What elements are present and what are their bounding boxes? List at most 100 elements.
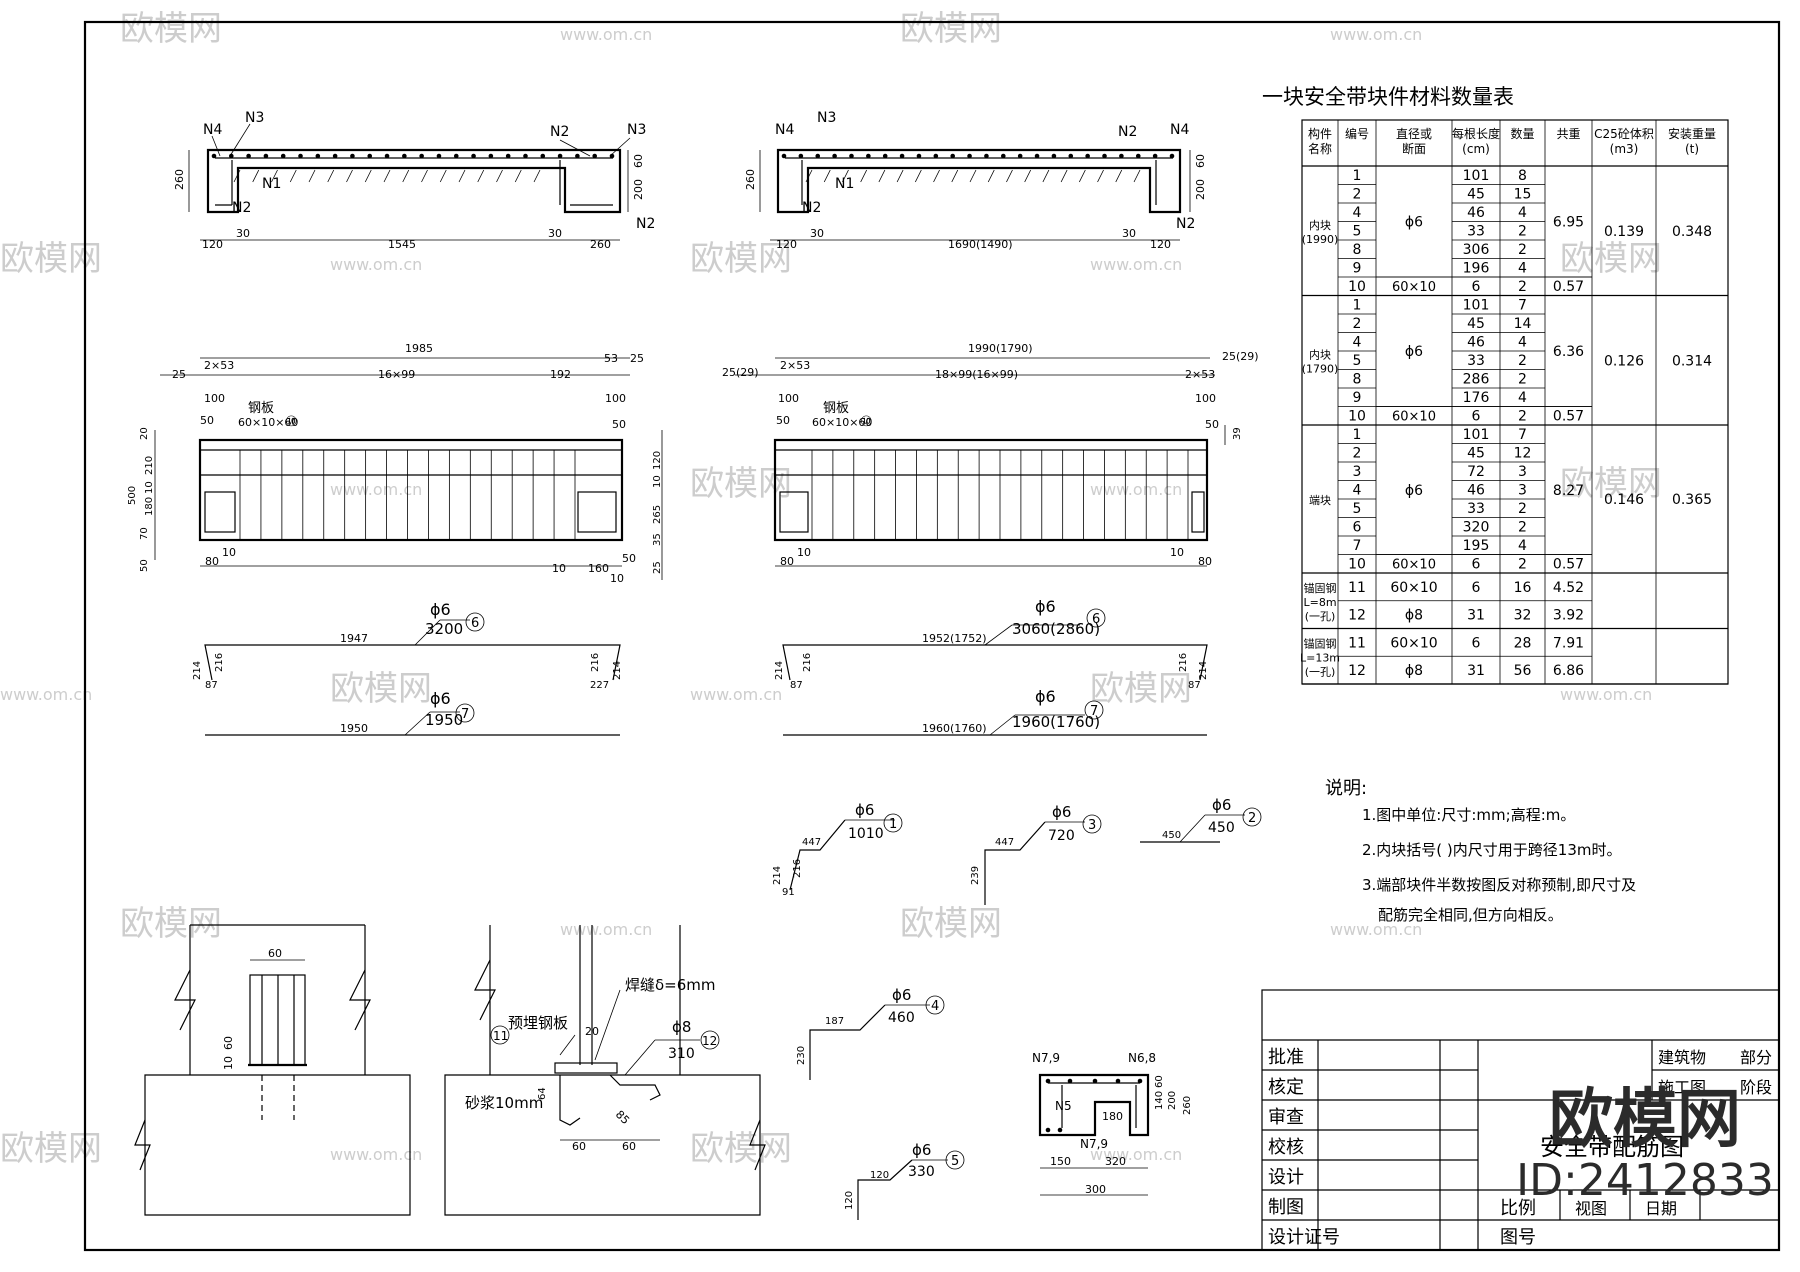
rebar-dot — [832, 153, 837, 159]
watermark-brand: 欧模网 — [120, 9, 222, 49]
dim-10: 10 — [144, 481, 155, 494]
label-n3: N3 — [245, 110, 264, 126]
rebar-tick — [289, 169, 297, 183]
table-cell: 7 — [1518, 427, 1527, 443]
bar-no: 12 — [702, 1034, 717, 1048]
rebar-tick — [896, 169, 904, 183]
table-cell-weight2: 0.57 — [1553, 557, 1584, 573]
table-header-cell: (t) — [1685, 142, 1699, 156]
note-4: 配筋完全相同,但方向相反。 — [1378, 906, 1563, 924]
table-cell: 15 — [1514, 187, 1532, 203]
table-cell: 101 — [1463, 168, 1490, 184]
bar-dia: ϕ6 — [855, 801, 874, 819]
dim-10: 10 — [797, 546, 811, 559]
plate-no: ⑩ — [285, 414, 298, 430]
dim-216: 216 — [792, 859, 803, 878]
label-n79: N7,9 — [1032, 1051, 1060, 1065]
plate-no: 11 — [493, 1029, 508, 1043]
rebar-tick — [271, 169, 278, 183]
dim-214: 214 — [772, 866, 783, 885]
rebar-dot — [540, 153, 546, 159]
table-cell: 8 — [1353, 242, 1362, 258]
table-cell: 2 — [1518, 242, 1527, 258]
table-cell: 33 — [1467, 501, 1485, 517]
table-cell: 45 — [1467, 316, 1485, 332]
table-cell-dia2: 60×10 — [1392, 558, 1436, 573]
bar-dia: ϕ6 — [1035, 597, 1056, 616]
dim-10-right: 10 — [1170, 546, 1184, 559]
watermark-brand: 欧模网 — [330, 669, 432, 709]
table-group-name: L=8m — [1303, 596, 1336, 609]
label-n68: N6,8 — [1128, 1051, 1156, 1065]
table-cell: 32 — [1514, 608, 1532, 624]
watermark-brand: 欧模网 — [120, 904, 222, 944]
bar-dia: ϕ6 — [430, 689, 451, 708]
table-cell: 6 — [1353, 520, 1362, 536]
table-cell-vol: 0.126 — [1604, 353, 1644, 369]
rebar-dot — [211, 153, 217, 159]
table-cell: 4 — [1518, 538, 1527, 554]
table-cell: 2 — [1518, 279, 1527, 295]
tb-part: 部分 — [1740, 1048, 1772, 1067]
table-cell: 4 — [1353, 205, 1362, 221]
rebar-tick — [364, 169, 372, 183]
bar-len: 460 — [888, 1010, 915, 1026]
label-n4: N4 — [775, 122, 794, 138]
table-cell: 11 — [1348, 635, 1366, 651]
rebar-dot — [1152, 153, 1158, 159]
rebar-dot — [933, 153, 939, 159]
plate-no: ⑩ — [860, 414, 873, 430]
note-3: 3.端部块件半数按图反对称预制,即尺寸及 — [1362, 876, 1636, 894]
dim-216-right: 216 — [1178, 653, 1189, 672]
watermark-site: www.om.cn — [0, 685, 92, 704]
rebar-dot — [575, 153, 580, 159]
bar-no: 2 — [1248, 811, 1256, 826]
elevation-left: 1985 25 2×53 16×99 192 53 25 100 100 50 … — [127, 342, 663, 585]
label-n79-bottom: N7,9 — [1080, 1137, 1108, 1151]
dim-16x99: 16×99 — [378, 368, 415, 381]
table-cell: 2 — [1518, 501, 1527, 517]
rebar-dot — [453, 153, 459, 159]
dim-50-right: 50 — [612, 418, 626, 431]
bar-dia: ϕ6 — [892, 986, 911, 1004]
table-cell: 3 — [1518, 464, 1527, 480]
rebar-dot — [436, 153, 442, 159]
table-cell-weight: 8.27 — [1553, 483, 1584, 499]
dim-18x99: 18×99(16×99) — [935, 368, 1018, 381]
bar-dia: ϕ6 — [1212, 796, 1231, 814]
dim-200: 200 — [632, 179, 645, 200]
dim-60-b: 60 — [622, 1140, 636, 1153]
tb-building: 建筑物 — [1658, 1048, 1706, 1067]
label-n2: N2 — [550, 124, 569, 140]
watermark-brand: 欧模网 — [690, 1129, 792, 1169]
rebar-dot — [557, 153, 563, 159]
table-cell: 12 — [1514, 446, 1532, 462]
dim-2x53-right: 2×53 — [1185, 368, 1215, 381]
weld-label: 焊缝δ=6mm — [625, 976, 716, 994]
table-cell: 2 — [1353, 187, 1362, 203]
table-cell: 10 — [1348, 557, 1366, 573]
dim-216-right: 216 — [590, 653, 601, 672]
rebar-tick — [477, 169, 485, 183]
table-header-cell: 数量 — [1510, 126, 1534, 141]
dim-20: 20 — [585, 1025, 599, 1038]
table-cell: 6 — [1472, 279, 1481, 295]
bar-no: 4 — [931, 999, 939, 1014]
rebar-tick — [252, 169, 260, 183]
dim-25-side: 25 — [652, 561, 663, 574]
dim-70: 70 — [139, 527, 150, 540]
dim-2x53: 2×53 — [204, 359, 234, 372]
bar-6-right: ϕ6 3060(2860) 6 1952(1752) 214 216 87 21… — [774, 597, 1209, 691]
watermark-brand: 欧模网 — [1090, 669, 1192, 709]
rebar-tick — [1024, 169, 1032, 183]
plate-label: 钢板 — [823, 401, 849, 416]
dim-87-right: 87 — [1188, 680, 1201, 691]
rebar-tick — [308, 169, 316, 183]
watermark-brand: 欧模网 — [900, 9, 1002, 49]
table-cell-vol: 0.146 — [1604, 492, 1644, 508]
table-header-cell: (cm) — [1462, 142, 1490, 156]
bar-len: 720 — [1048, 828, 1075, 844]
dim-260: 260 — [173, 169, 186, 190]
dim-87: 87 — [790, 680, 803, 691]
dim-50: 50 — [200, 414, 214, 427]
